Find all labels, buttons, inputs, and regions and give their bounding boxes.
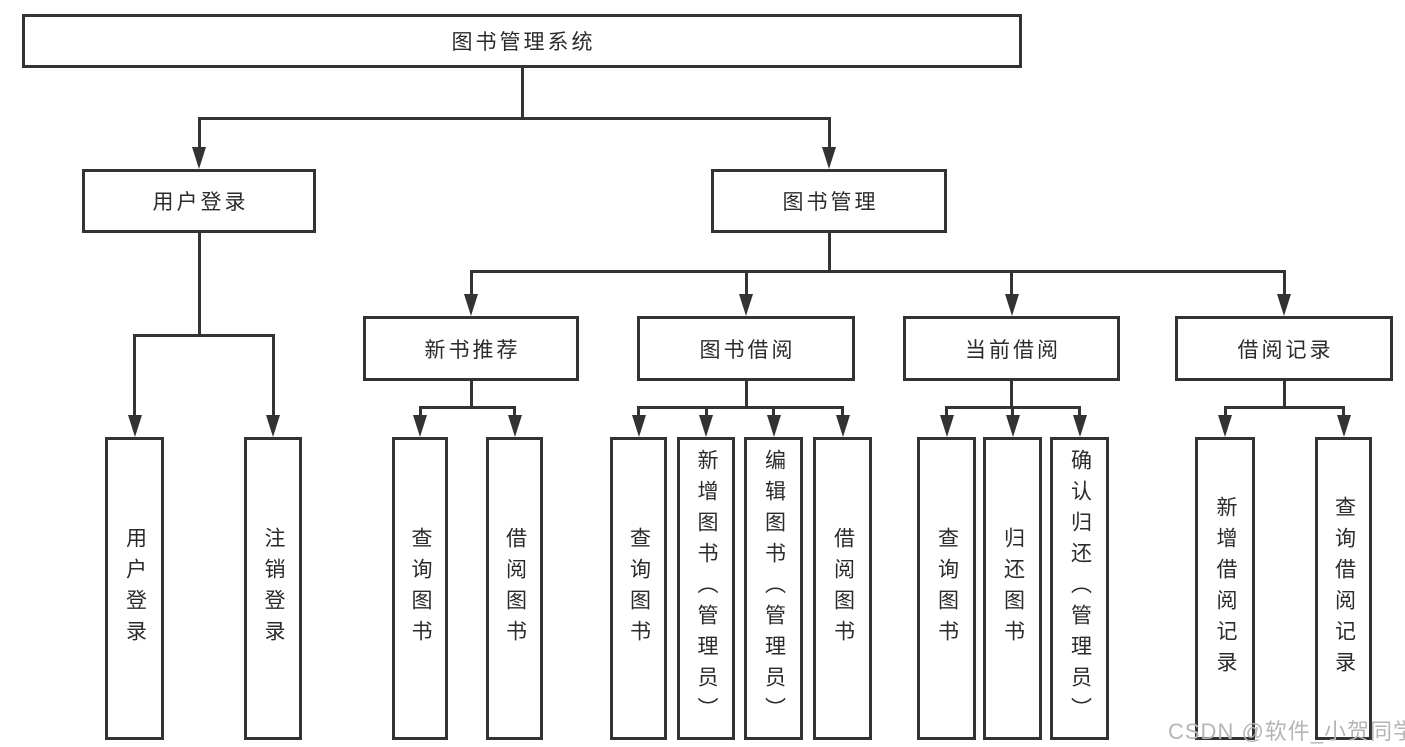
arrowhead-book-management xyxy=(822,147,836,169)
edge-stub-book-management xyxy=(827,233,831,271)
arrowhead-query-books-current xyxy=(939,415,954,437)
edge-drop-borrow-books-rec xyxy=(513,407,516,415)
node-label-user-login: 用户登录 xyxy=(123,526,147,651)
edge-drop-new-book-recommend xyxy=(469,271,473,294)
arrowhead-borrow-books-borrow xyxy=(835,415,850,437)
edge-stub-new-book-recommend xyxy=(469,381,473,407)
edge-drop-return-books xyxy=(1011,407,1014,415)
edge-drop-current-borrowing xyxy=(1010,271,1013,294)
edge-rail-book-borrowing xyxy=(637,405,844,409)
node-book-management: 图书管理 xyxy=(711,169,947,233)
arrowhead-return-books xyxy=(1005,415,1020,437)
arrowhead-query-books-borrow xyxy=(631,415,646,437)
edge-drop-add-borrow-record xyxy=(1223,407,1227,415)
node-label-borrow-books-rec: 借阅图书 xyxy=(503,526,527,651)
node-label-logout: 注销登录 xyxy=(262,526,285,651)
node-label-book-borrowing: 图书借阅 xyxy=(699,338,796,362)
node-label-confirm-return-admin: 确认归还（管理员） xyxy=(1068,449,1092,728)
node-current-borrowing: 当前借阅 xyxy=(903,316,1120,381)
edge-drop-user-login-group xyxy=(197,118,201,147)
node-confirm-return-admin: 确认归还（管理员） xyxy=(1050,437,1109,740)
edge-drop-query-borrow-record xyxy=(1342,407,1345,415)
edge-drop-borrow-books-borrow xyxy=(841,407,844,415)
arrowhead-borrow-books-rec xyxy=(507,415,522,437)
edge-drop-query-books-current xyxy=(945,407,948,415)
node-label-edit-books-admin: 编辑图书（管理员） xyxy=(762,449,786,728)
edge-rail-user-login-group xyxy=(133,333,275,337)
node-edit-books-admin: 编辑图书（管理员） xyxy=(744,437,803,740)
node-label-query-books-borrow: 查询图书 xyxy=(627,526,651,651)
edge-rail-library-system xyxy=(197,116,831,120)
node-label-query-borrow-record: 查询借阅记录 xyxy=(1332,495,1356,682)
node-label-book-management: 图书管理 xyxy=(782,191,879,214)
edge-drop-book-management xyxy=(827,118,831,147)
arrowhead-new-book-recommend xyxy=(464,294,478,316)
edge-drop-book-borrowing xyxy=(744,271,748,294)
arrowhead-add-borrow-record xyxy=(1218,415,1232,437)
node-return-books: 归还图书 xyxy=(983,437,1042,740)
node-new-book-recommend: 新书推荐 xyxy=(363,316,579,381)
edge-drop-query-books-borrow xyxy=(637,407,640,415)
node-query-books-borrow: 查询图书 xyxy=(610,437,667,740)
node-add-borrow-record: 新增借阅记录 xyxy=(1195,437,1255,740)
edge-drop-confirm-return-admin xyxy=(1078,407,1081,415)
arrowhead-edit-books-admin xyxy=(766,415,781,437)
arrowhead-user-login-group xyxy=(192,147,206,169)
csdn-watermark: CSDN @软件_小贺同学 xyxy=(1168,719,1405,744)
node-label-current-borrowing: 当前借阅 xyxy=(965,338,1061,362)
node-label-user-login-group: 用户登录 xyxy=(152,191,249,214)
node-label-add-borrow-record: 新增借阅记录 xyxy=(1214,495,1237,682)
node-logout: 注销登录 xyxy=(244,437,302,740)
node-query-borrow-record: 查询借阅记录 xyxy=(1315,437,1372,740)
arrowhead-query-books-rec xyxy=(413,415,427,437)
edge-drop-user-login xyxy=(133,335,136,415)
node-add-books-admin: 新增图书（管理员） xyxy=(677,437,735,740)
node-borrow-books-rec: 借阅图书 xyxy=(486,437,543,740)
edge-rail-new-book-recommend xyxy=(418,405,516,409)
arrowhead-user-login xyxy=(127,415,142,437)
node-user-login: 用户登录 xyxy=(105,437,164,740)
node-label-query-books-rec: 查询图书 xyxy=(409,526,432,651)
node-borrow-books-borrow: 借阅图书 xyxy=(813,437,872,740)
edge-stub-book-borrowing xyxy=(744,381,748,407)
arrowhead-current-borrowing xyxy=(1004,294,1019,316)
node-label-query-books-current: 查询图书 xyxy=(935,526,959,651)
node-book-borrowing: 图书借阅 xyxy=(637,316,855,381)
node-label-return-books: 归还图书 xyxy=(1001,526,1025,651)
arrowhead-confirm-return-admin xyxy=(1072,415,1087,437)
node-borrowing-records: 借阅记录 xyxy=(1175,316,1393,381)
edge-drop-edit-books-admin xyxy=(772,407,775,415)
arrowhead-query-borrow-record xyxy=(1336,415,1351,437)
edge-drop-logout xyxy=(271,335,275,415)
node-user-login-group: 用户登录 xyxy=(82,169,316,233)
arrowhead-borrowing-records xyxy=(1277,294,1291,316)
edge-stub-current-borrowing xyxy=(1010,381,1013,407)
node-label-borrow-books-borrow: 借阅图书 xyxy=(831,526,855,651)
node-label-new-book-recommend: 新书推荐 xyxy=(424,338,521,362)
node-library-system: 图书管理系统 xyxy=(22,14,1022,68)
edge-rail-book-management xyxy=(469,269,1286,273)
edge-stub-borrowing-records xyxy=(1282,381,1286,407)
node-label-borrowing-records: 借阅记录 xyxy=(1237,338,1334,362)
node-label-library-system: 图书管理系统 xyxy=(451,31,596,54)
edge-stub-library-system xyxy=(520,68,524,118)
node-query-books-rec: 查询图书 xyxy=(392,437,448,740)
node-query-books-current: 查询图书 xyxy=(917,437,976,740)
edge-stub-user-login-group xyxy=(197,233,201,335)
arrowhead-book-borrowing xyxy=(739,294,753,316)
edge-drop-borrowing-records xyxy=(1282,271,1286,294)
edge-drop-add-books-admin xyxy=(704,407,708,415)
arrowhead-logout xyxy=(266,415,280,437)
edge-drop-query-books-rec xyxy=(418,407,422,415)
arrowhead-add-books-admin xyxy=(699,415,713,437)
edge-rail-borrowing-records xyxy=(1223,405,1345,409)
node-label-add-books-admin: 新增图书（管理员） xyxy=(695,449,718,728)
